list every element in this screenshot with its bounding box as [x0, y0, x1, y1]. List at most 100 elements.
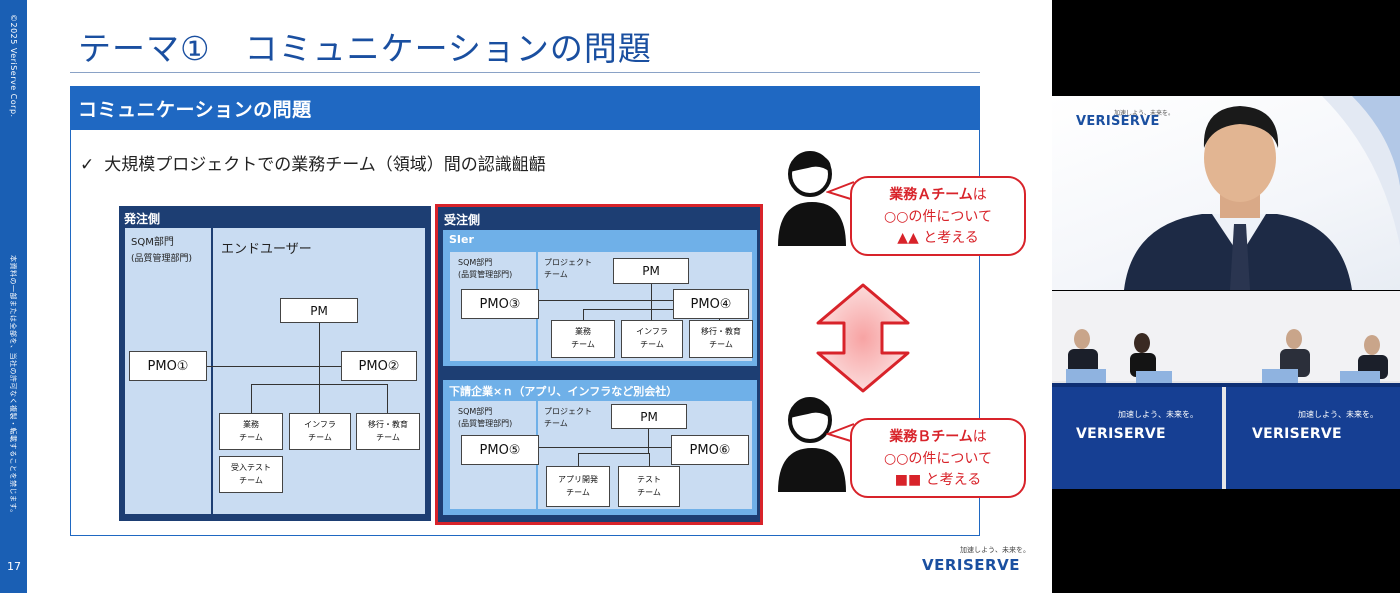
table-logo-wordmark: VERISERVE — [1252, 426, 1342, 442]
team-label: テスト — [637, 474, 661, 484]
project-label: チーム — [544, 270, 568, 279]
bubble-marks: ▲▲ — [897, 230, 919, 247]
speaker-logo-tagline: 加速しよう、未来を。 — [1114, 110, 1175, 117]
page-number: 17 — [7, 560, 21, 573]
sier-pm-box: PM — [613, 258, 689, 284]
pmo3-box: PMO③ — [461, 289, 539, 319]
panel-video-feed[interactable]: 加速しよう、未来を。 VERISERVE 加速しよう、未来を。 VERISERV… — [1052, 291, 1400, 489]
connector-line — [319, 384, 320, 414]
table-logo-wordmark: VERISERVE — [1076, 426, 1166, 442]
bullet-point: ✓ 大規模プロジェクトでの業務チーム（領域）間の認識齟齬 — [80, 150, 546, 175]
project-label: チーム — [544, 419, 568, 428]
speaker-illustration — [1124, 96, 1400, 290]
connector-line — [538, 300, 674, 301]
enduser-label: エンドユーザー — [221, 242, 312, 257]
table-tagline: 加速しよう、未来を。 — [1118, 410, 1198, 419]
confidential-notice: 本資料の一部または全部を、当社の許可なく複製・転載することを禁じます。 — [9, 255, 17, 517]
connector-line — [387, 384, 388, 414]
connector-line — [651, 283, 652, 309]
bubble-line: ○○の件について — [883, 450, 992, 467]
team-label: チーム — [239, 475, 263, 485]
slide-side-strip: ©2025 VeriServe Corp. 本資料の一部または全部を、当社の許可… — [0, 0, 27, 593]
team-label: チーム — [239, 432, 263, 442]
team-label: チーム — [709, 340, 733, 349]
sqm-sublabel: (品質管理部門) — [131, 254, 193, 264]
team-label: 業務 — [243, 419, 259, 429]
logo-tagline: 加速しよう、未来を。 — [960, 546, 1030, 554]
team-label: チーム — [566, 487, 590, 497]
pmo1-box: PMO① — [129, 351, 207, 381]
bubble-particle: は — [972, 429, 987, 445]
person-icon — [778, 151, 846, 246]
team-box: 移行・教育チーム — [356, 413, 420, 450]
team-box: アプリ開発チーム — [546, 466, 610, 507]
connector-line — [319, 322, 320, 366]
team-box: 業務チーム — [551, 320, 615, 358]
connector-line — [578, 453, 579, 467]
connector-line — [651, 309, 652, 321]
connector-line — [583, 309, 584, 321]
sub-pm-box: PM — [611, 404, 687, 429]
bubble-tail — [826, 181, 855, 201]
orderer-pm-box: PM — [280, 298, 358, 323]
speaker-video-feed[interactable]: 加速しよう、未来を。 VERISERVE — [1052, 96, 1400, 290]
panel-illustration — [1052, 291, 1400, 489]
connector-line — [648, 428, 649, 453]
bubble-particle: は — [972, 187, 987, 203]
team-label: インフラ — [636, 327, 668, 337]
double-arrow-icon — [816, 283, 910, 393]
check-icon: ✓ — [80, 155, 95, 175]
team-box: インフラチーム — [621, 320, 683, 358]
logo-wordmark: VERISERVE — [922, 556, 1020, 574]
bubble-team-name: 業務Ｂチーム — [889, 429, 973, 445]
bubble-team-name: 業務Ａチーム — [889, 187, 973, 203]
sqm-label: SQM部門 — [458, 258, 493, 267]
speaker-logo-wordmark: VERISERVE — [1076, 114, 1160, 129]
connector-line — [538, 447, 674, 448]
slide-title: テーマ① コミュニケーションの問題 — [78, 29, 652, 68]
team-box: 業務チーム — [219, 413, 283, 450]
project-label: プロジェクト — [544, 407, 592, 416]
team-label: 受入テスト — [231, 462, 271, 472]
section-title: コミュニケーションの問題 — [78, 99, 312, 121]
sqm-sublabel: (品質管理部門) — [458, 419, 513, 428]
veriserve-logo: 加速しよう、未来を。 VERISERVE — [922, 545, 1032, 579]
connector-line — [649, 453, 650, 467]
team-label: チーム — [308, 432, 332, 442]
title-divider — [70, 72, 980, 73]
bubble-tail-text: と考える — [923, 230, 979, 247]
bubble-marks: ■■ — [894, 472, 922, 489]
team-label: チーム — [571, 340, 595, 349]
content-frame — [70, 130, 980, 536]
table-tagline: 加速しよう、未来を。 — [1298, 410, 1378, 419]
team-label: 移行・教育 — [701, 327, 741, 337]
sier-header: SIer — [449, 233, 474, 246]
team-box: テストチーム — [618, 466, 680, 507]
team-label: アプリ開発 — [558, 474, 598, 484]
receiver-header: 受注側 — [444, 213, 481, 227]
team-label: インフラ — [304, 419, 336, 429]
team-label: チーム — [376, 432, 400, 442]
presentation-slide: ©2025 VeriServe Corp. 本資料の一部または全部を、当社の許可… — [0, 0, 1052, 593]
team-label: チーム — [640, 340, 664, 349]
sqm-label: SQM部門 — [131, 237, 174, 248]
section-header-band: コミュニケーションの問題 — [70, 86, 980, 130]
team-label: チーム — [637, 487, 661, 497]
pmo6-box: PMO⑥ — [671, 435, 749, 465]
bubble-tail — [826, 423, 855, 443]
connector-line — [578, 453, 650, 454]
person-icon — [778, 397, 846, 492]
team-label: 業務 — [575, 327, 591, 337]
bubble-line: ○○の件について — [883, 208, 992, 225]
speech-bubble-a: 業務Ａチームは ○○の件について ▲▲ と考える — [850, 176, 1026, 256]
pmo4-box: PMO④ — [673, 289, 749, 319]
connector-line — [319, 366, 320, 384]
bullet-text: 大規模プロジェクトでの業務チーム（領域）間の認識齟齬 — [104, 155, 546, 175]
pmo5-box: PMO⑤ — [461, 435, 539, 465]
team-box: 移行・教育チーム — [689, 320, 753, 358]
team-box: 受入テストチーム — [219, 456, 283, 493]
copyright-text: ©2025 VeriServe Corp. — [9, 14, 18, 118]
team-label: 移行・教育 — [368, 419, 408, 429]
subcontractor-header: 下請企業×ｎ（アプリ、インフラなど別会社） — [449, 385, 678, 398]
team-box: インフラチーム — [289, 413, 351, 450]
